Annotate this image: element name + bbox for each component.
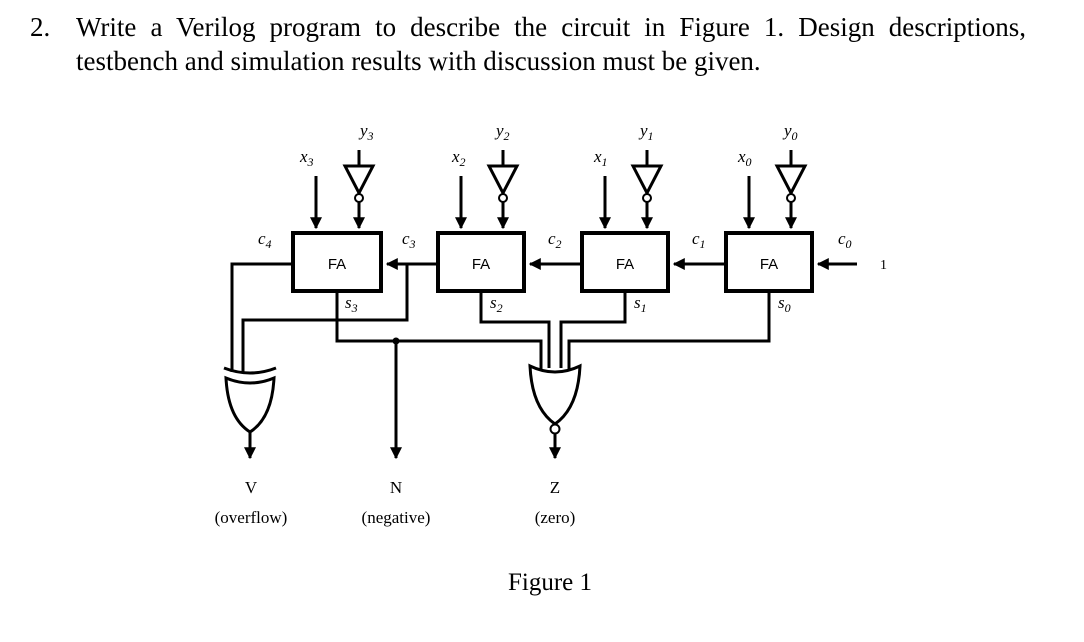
output-v-desc: (overflow): [215, 508, 288, 527]
fa-label: FA: [328, 256, 346, 273]
y-labels: y3 y2 y1 y0: [358, 121, 798, 143]
label-s0: s0: [778, 293, 791, 315]
label-c2: c2: [548, 229, 562, 251]
label-y0: y0: [782, 121, 798, 143]
inverter-y0: [774, 150, 808, 230]
output-n-desc: (negative): [362, 508, 431, 527]
carry-in-value: 1: [880, 258, 887, 273]
output-n-name: N: [390, 478, 402, 497]
xor-gate-overflow: [223, 366, 277, 460]
output-labels: V (overflow) N (negative) Z (zero): [215, 478, 576, 527]
label-x2: x2: [451, 147, 466, 169]
fa-label: FA: [616, 256, 634, 273]
label-y3: y3: [358, 121, 374, 143]
full-adder-2: FA: [436, 231, 526, 293]
inverter-y2: [486, 150, 520, 230]
label-y2: y2: [494, 121, 510, 143]
fa-label: FA: [472, 256, 490, 273]
sum-labels: s3 s2 s1 s0: [345, 293, 791, 315]
label-c0: c0: [838, 229, 852, 251]
carry-labels: c4 c3 c2 c1 c0 1: [258, 229, 887, 273]
question-text: Write a Verilog program to describe the …: [76, 12, 1026, 76]
x-labels: x3 x2 x1 x0: [299, 147, 752, 169]
full-adder-1: FA: [580, 231, 670, 293]
label-s2: s2: [490, 293, 503, 315]
label-c4: c4: [258, 229, 272, 251]
output-z-desc: (zero): [535, 508, 576, 527]
label-y1: y1: [638, 121, 654, 143]
label-s1: s1: [634, 293, 647, 315]
label-x1: x1: [593, 147, 608, 169]
x-input-wires: [310, 176, 755, 230]
output-v-name: V: [245, 478, 258, 497]
label-s3: s3: [345, 293, 358, 315]
label-c1: c1: [692, 229, 706, 251]
sum-wires: [335, 291, 771, 460]
nor-gate-zero: [528, 363, 582, 460]
inverter-y1: [630, 150, 664, 230]
label-c3: c3: [402, 229, 416, 251]
carry-wires: [230, 258, 857, 372]
label-x0: x0: [737, 147, 752, 169]
inverter-y3: [342, 150, 376, 230]
label-x3: x3: [299, 147, 314, 169]
figure-caption: Figure 1: [508, 569, 592, 596]
fa-label: FA: [760, 256, 778, 273]
full-adder-3: FA: [291, 231, 383, 293]
question-number: 2.: [30, 12, 51, 42]
output-z-name: Z: [550, 478, 560, 497]
full-adder-0: FA: [724, 231, 814, 293]
